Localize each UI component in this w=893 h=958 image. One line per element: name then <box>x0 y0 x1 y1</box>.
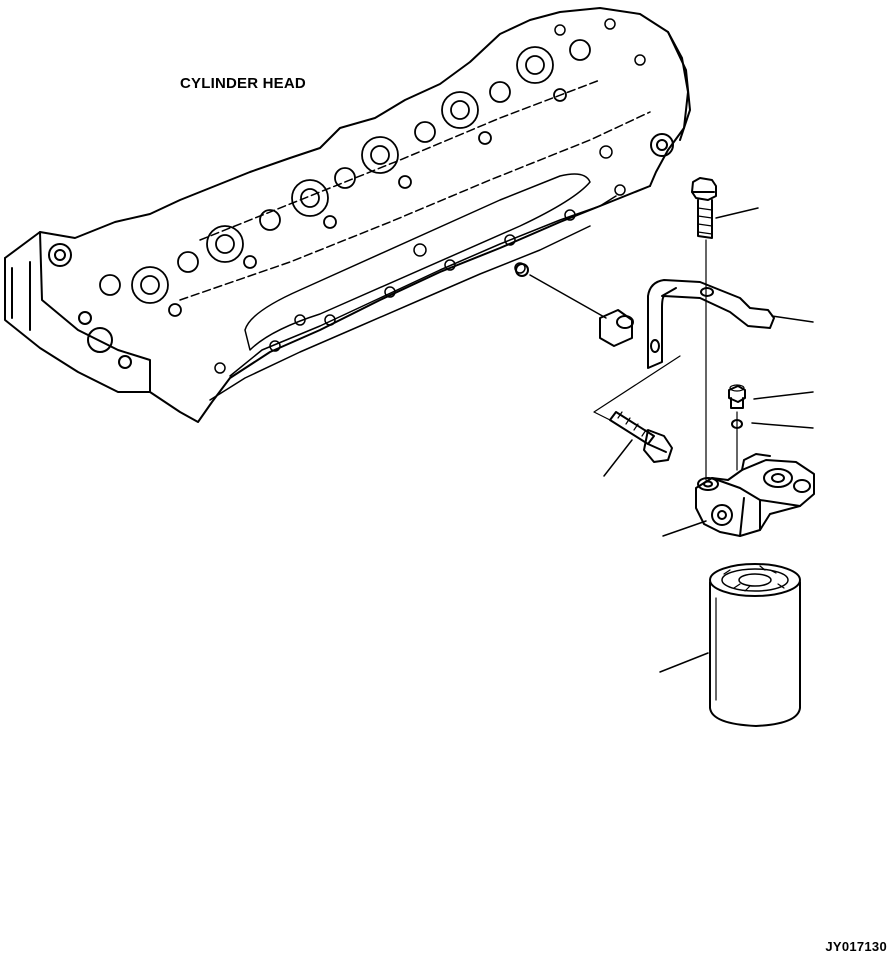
filter-head-icon <box>696 454 814 536</box>
spacer-icon <box>600 310 633 346</box>
figure-code: JY017130 <box>825 939 887 954</box>
mounting-bolt-icon <box>610 412 672 462</box>
o-ring-icon <box>732 420 742 428</box>
plug-icon <box>729 385 745 408</box>
leader-lines <box>530 208 813 672</box>
bolt-icon <box>692 178 716 238</box>
cylinder-head-icon <box>5 8 690 422</box>
filter-cartridge-icon <box>710 564 800 726</box>
cylinder-head-label: CYLINDER HEAD <box>180 75 306 92</box>
bracket-icon <box>648 280 774 368</box>
